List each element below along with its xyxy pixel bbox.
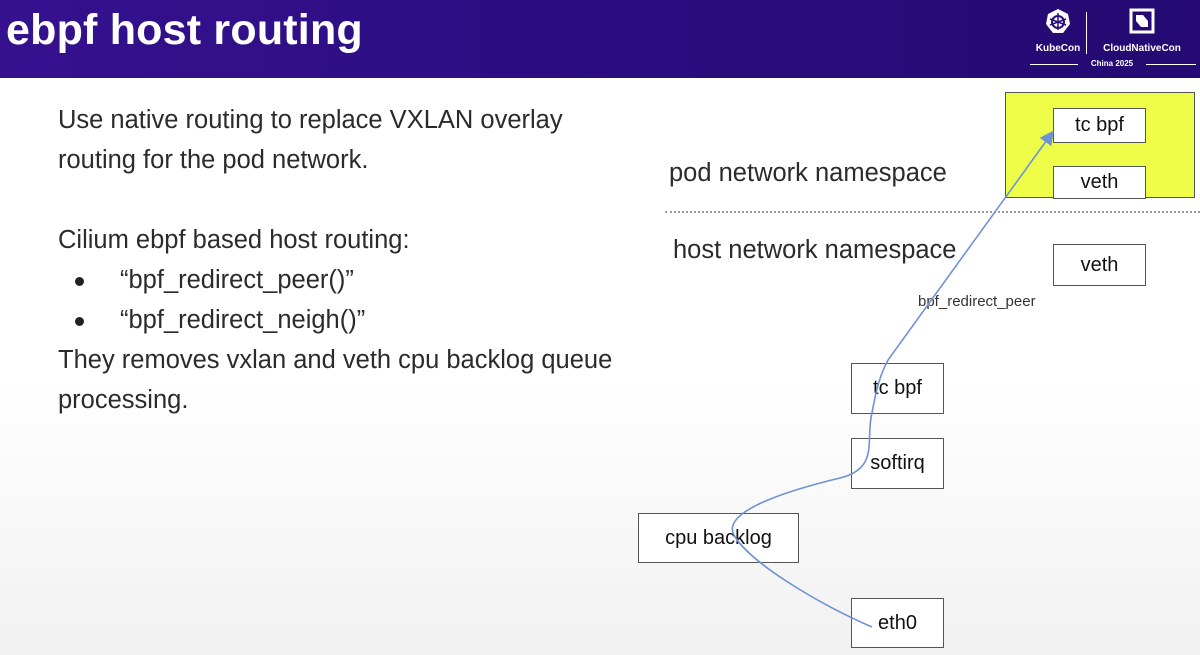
logo-separator: [1086, 12, 1087, 54]
intro-paragraph: Use native routing to replace VXLAN over…: [58, 106, 563, 174]
namespace-divider: [665, 211, 1200, 213]
slide-body-text: Use native routing to replace VXLAN over…: [58, 100, 638, 420]
kubernetes-wheel-icon: [1046, 9, 1070, 33]
bullet-item: “bpf_redirect_neigh()”: [58, 300, 638, 340]
kubecon-logo: KubeCon: [1030, 8, 1086, 54]
slide-title: ebpf host routing: [6, 6, 363, 54]
slide-header: ebpf host routing KubeCon CloudNativeCon…: [0, 0, 1200, 78]
pod-tc-bpf-box: tc bpf: [1053, 108, 1146, 143]
bullet-item: “bpf_redirect_peer()”: [58, 260, 638, 300]
eth0-box: eth0: [851, 598, 944, 648]
softirq-box: softirq: [851, 438, 944, 489]
bullet-list: “bpf_redirect_peer()” “bpf_redirect_neig…: [58, 260, 638, 340]
event-year: China 2025: [1090, 59, 1134, 68]
cncf-icon: [1129, 8, 1155, 34]
host-routing-heading: Cilium ebpf based host routing:: [58, 226, 410, 254]
logo-rule-left: [1030, 64, 1078, 65]
logo-rule-right: [1146, 64, 1196, 65]
host-veth-box: veth: [1053, 244, 1146, 286]
cloudnativecon-label: CloudNativeCon: [1103, 43, 1181, 54]
host-namespace-label: host network namespace: [673, 236, 957, 264]
redirect-peer-label: bpf_redirect_peer: [918, 293, 1036, 310]
cpu-backlog-box: cpu backlog: [638, 513, 799, 563]
pod-namespace-label: pod network namespace: [669, 159, 947, 187]
host-tc-bpf-box: tc bpf: [851, 363, 944, 414]
pod-veth-box: veth: [1053, 166, 1146, 199]
summary-paragraph: They removes vxlan and veth cpu backlog …: [58, 346, 613, 414]
conference-logos: KubeCon CloudNativeCon China 2025: [1028, 8, 1196, 70]
kubecon-label: KubeCon: [1035, 43, 1081, 54]
cloudnativecon-logo: CloudNativeCon: [1092, 8, 1192, 54]
